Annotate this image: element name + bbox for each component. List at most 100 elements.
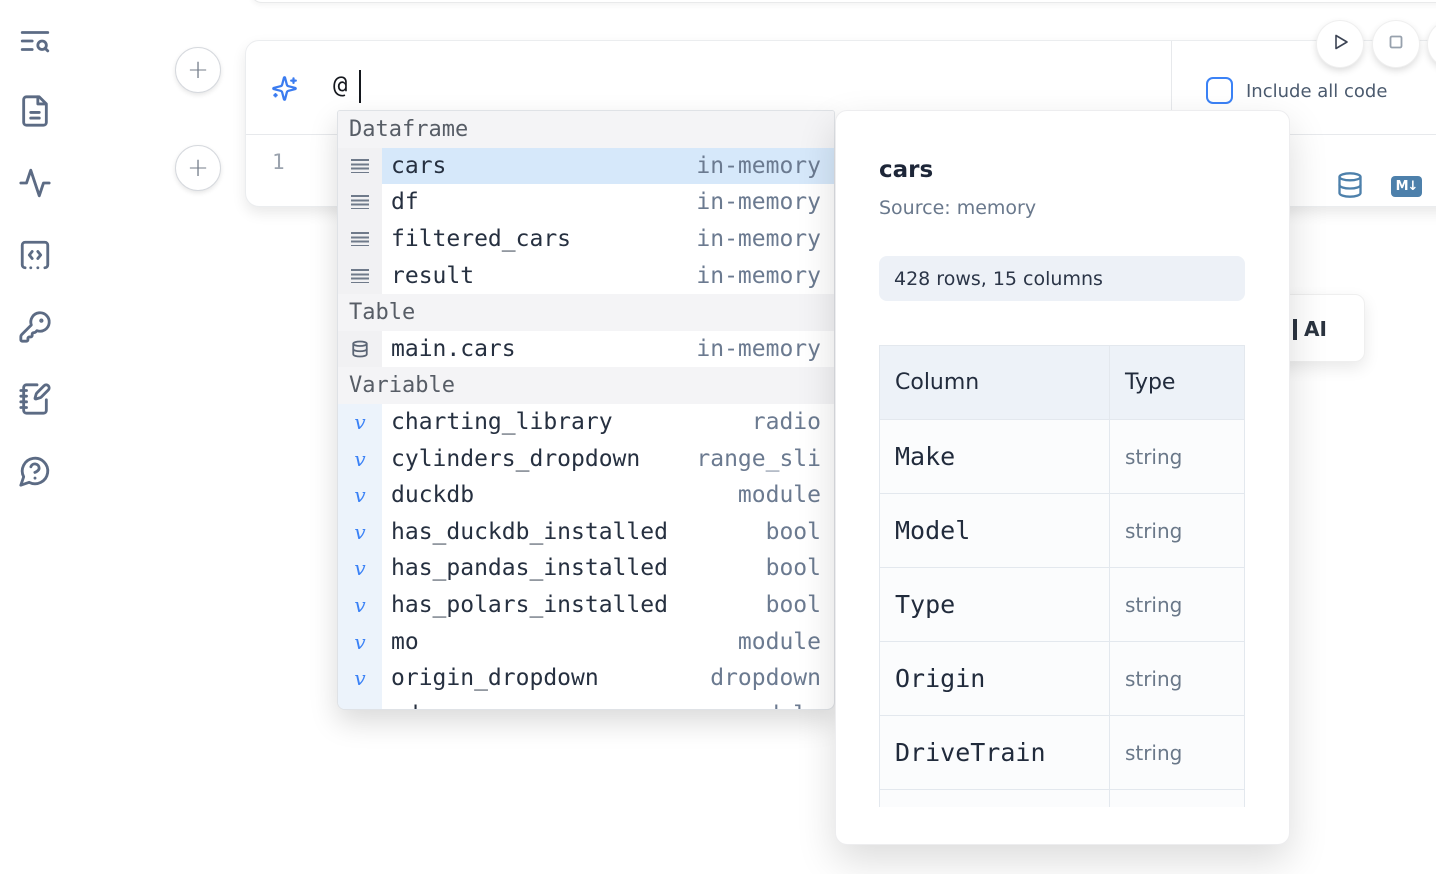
stop-square-icon: [1384, 30, 1408, 58]
item-name: result: [391, 262, 475, 289]
text-cursor: [359, 70, 361, 103]
autocomplete-item[interactable]: v has_polars_installed bool: [338, 586, 834, 624]
item-type: dropdown: [710, 665, 821, 692]
item-name: main.cars: [391, 335, 516, 362]
help-chat-icon[interactable]: [18, 454, 52, 488]
dataframe-rows-icon: [351, 232, 369, 247]
item-name: origin_dropdown: [391, 665, 599, 692]
item-type: module: [737, 628, 821, 655]
item-name: mo: [391, 628, 419, 655]
activity-icon[interactable]: [18, 166, 52, 200]
autocomplete-item[interactable]: v has_pandas_installed bool: [338, 550, 834, 587]
item-type: range_sli: [696, 445, 821, 472]
sparkles-icon: [271, 75, 298, 102]
variable-icon: v: [354, 483, 366, 508]
schema-header-cell: Column: [879, 345, 1110, 420]
markdown-icon[interactable]: M↓: [1391, 176, 1422, 197]
dataframe-rows-icon: [351, 268, 369, 283]
preview-source: Source: memory: [879, 197, 1037, 219]
ai-prompt-row: @ Include all code: [246, 41, 1436, 134]
item-type: bool: [765, 555, 821, 582]
stop-cell-button[interactable]: [1373, 21, 1419, 67]
item-name: cars: [391, 152, 447, 179]
item-gutter: v: [338, 696, 382, 709]
item-type: bool: [765, 592, 821, 619]
schema-column-type: string: [1108, 567, 1245, 642]
schema-header-cell: Type: [1108, 345, 1245, 420]
item-name: has_duckdb_installed: [391, 518, 668, 545]
table-database-icon: [351, 340, 369, 358]
run-cell-button[interactable]: [1317, 21, 1363, 67]
item-gutter: v: [338, 550, 382, 587]
dataframe-rows-icon: [351, 195, 369, 210]
schema-column-name: Model: [879, 493, 1110, 568]
item-name: filtered_cars: [391, 226, 572, 253]
item-name: has_pandas_installed: [391, 555, 668, 582]
item-gutter: v: [338, 476, 382, 514]
item-body: origin_dropdown dropdown: [382, 660, 834, 697]
key-icon[interactable]: [18, 310, 52, 344]
item-body: cylinders_dropdown range_sli: [382, 440, 834, 477]
variable-icon: v: [354, 593, 366, 618]
item-type: bool: [765, 518, 821, 545]
autocomplete-section-header: Variable: [338, 367, 834, 404]
variable-icon: v: [354, 705, 365, 709]
extra-cell-button-partial[interactable]: [1428, 21, 1436, 67]
add-cell-above-button[interactable]: +: [175, 47, 221, 93]
helper-sidebar: [0, 0, 72, 874]
autocomplete-item[interactable]: v origin_dropdown dropdown: [338, 659, 834, 697]
dataframe-preview-panel: cars Source: memory 428 rows, 15 columns…: [835, 110, 1290, 845]
schema-column-type: [1108, 789, 1245, 807]
schema-column-name: [879, 789, 1110, 807]
item-type: in-memory: [696, 152, 821, 179]
schema-column-name: Origin: [879, 641, 1110, 716]
include-all-code-checkbox[interactable]: [1206, 77, 1233, 104]
item-name: has_polars_installed: [391, 592, 668, 619]
item-body: result in-memory: [382, 257, 834, 294]
schema-column-name: Type: [879, 567, 1110, 642]
variable-icon: v: [354, 410, 366, 435]
item-gutter: v: [338, 586, 382, 624]
preview-title: cars: [879, 157, 934, 183]
ai-button-label: AI: [1304, 317, 1327, 341]
item-body: has_duckdb_installed bool: [382, 514, 834, 551]
autocomplete-item[interactable]: vpdmodule: [338, 696, 834, 709]
variable-icon: v: [354, 629, 366, 654]
code-snippets-icon[interactable]: [18, 238, 52, 272]
preview-shape-badge: 428 rows, 15 columns: [879, 256, 1245, 301]
database-icon[interactable]: [1336, 171, 1364, 199]
item-gutter: [338, 257, 382, 294]
item-type: in-memory: [696, 262, 821, 289]
item-name: cylinders_dropdown: [391, 445, 641, 472]
autocomplete-item[interactable]: cars in-memory: [338, 147, 834, 185]
clipped-letter: [1293, 319, 1297, 340]
autocomplete-item[interactable]: filtered_cars in-memory: [338, 220, 834, 258]
add-cell-below-button[interactable]: +: [175, 145, 221, 191]
previous-cell-edge: [250, 0, 1436, 3]
autocomplete-item[interactable]: result in-memory: [338, 257, 834, 294]
list-search-icon[interactable]: [18, 24, 52, 58]
item-type: in-memory: [696, 226, 821, 253]
autocomplete-section-header: Table: [338, 293, 834, 331]
schema-row: [879, 789, 1245, 807]
divider: [1171, 41, 1172, 134]
item-type: radio: [751, 409, 821, 436]
notebook-pen-icon[interactable]: [18, 382, 52, 416]
variable-icon: v: [354, 666, 366, 691]
file-text-icon[interactable]: [18, 94, 52, 128]
ai-prompt-input[interactable]: @: [333, 71, 348, 99]
